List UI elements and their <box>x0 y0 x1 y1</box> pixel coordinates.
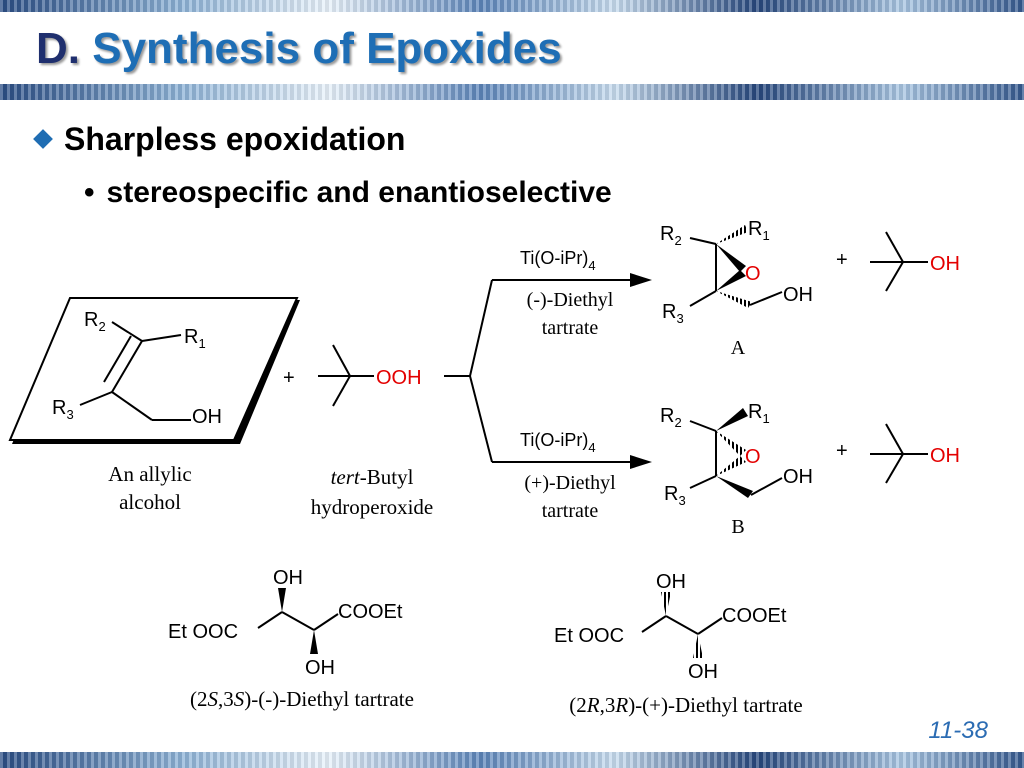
allylic-caption-line2: alcohol <box>119 490 181 514</box>
bottom-decorative-band <box>0 752 1024 768</box>
title-text: Synthesis of Epoxides <box>92 24 562 73</box>
allylic-r2: R2 <box>84 309 106 334</box>
epoxide-b-hash-top <box>716 431 746 456</box>
byproduct-a-oh: OH <box>930 253 960 275</box>
product-b-r2: R2 <box>660 405 682 430</box>
lower-reagent: Ti(O-iPr)4 <box>520 430 596 455</box>
epoxide-a-wedge-top <box>716 244 746 272</box>
tartrate-rr-etooc: Et OOC <box>554 625 624 647</box>
branch-lines <box>444 279 632 463</box>
product-a: R2 R1 O OH R3 A <box>660 218 813 359</box>
tartrate-ss: OH Et OOC COOEt OH <box>168 567 403 679</box>
tartrate-ss-oh-bottom: OH <box>305 657 335 679</box>
byproduct-b-bonds <box>870 423 928 484</box>
bullet-level1-text: Sharpless epoxidation <box>64 121 406 157</box>
tartrate-rr-hash-top <box>661 592 671 616</box>
allylic-caption-line1: An allylic <box>108 462 191 486</box>
epoxide-a-wedge-bottom <box>716 270 746 291</box>
epoxide-a-hash-ch2 <box>716 291 752 308</box>
epoxide-b-hash-bottom <box>716 456 746 476</box>
bullet-level2: • stereospecific and enantioselective <box>84 176 612 210</box>
lower-arrowhead <box>630 455 652 469</box>
plus-sign-3: + <box>836 440 848 462</box>
product-b-label: B <box>731 516 744 538</box>
title-letter: D. <box>36 24 80 73</box>
title-decorative-band <box>0 84 1024 100</box>
allylic-oh: OH <box>192 406 222 428</box>
product-a-oh: OH <box>783 284 813 306</box>
top-decorative-band <box>0 0 1024 12</box>
epoxide-b-wedge-ch2 <box>716 476 753 498</box>
tartrate-ss-wedge-top <box>278 588 286 612</box>
tartrate-ss-etooc: Et OOC <box>168 621 238 643</box>
allylic-bonds <box>79 321 191 421</box>
tartrate-ss-caption: (2S,3S)-(-)-Diethyl tartrate <box>190 687 414 711</box>
product-b: R2 R1 O OH R3 B <box>660 401 813 538</box>
lower-condition-line2: tartrate <box>542 500 599 522</box>
tartrate-rr-cooet: COOEt <box>722 605 787 627</box>
tbhp-bonds <box>318 344 374 407</box>
epoxide-a-hash-r1 <box>716 225 748 244</box>
tbhp-ooh: OOH <box>376 367 422 389</box>
allylic-r3: R3 <box>52 397 74 422</box>
product-a-oxygen: O <box>745 263 761 285</box>
allylic-alcohol: R2 R1 R3 OH <box>8 297 300 444</box>
product-a-r2: R2 <box>660 223 682 248</box>
tartrate-rr-caption: (2R,3R)-(+)-Diethyl tartrate <box>569 693 802 717</box>
dot-bullet-icon: • <box>84 176 95 209</box>
byproduct-a-bonds <box>870 231 928 292</box>
tbhp-caption-line2: hydroperoxide <box>311 495 433 519</box>
product-a-r3: R3 <box>662 301 684 326</box>
upper-condition-line2: tartrate <box>542 317 599 339</box>
product-b-oxygen: O <box>745 446 761 468</box>
tartrate-ss-wedge-bottom <box>310 630 318 654</box>
product-a-r1: R1 <box>748 218 770 243</box>
product-b-oh: OH <box>783 466 813 488</box>
epoxide-b-wedge-r1 <box>716 408 748 431</box>
tartrate-ss-oh-top: OH <box>273 567 303 589</box>
byproduct-b-oh: OH <box>930 445 960 467</box>
product-b-r3: R3 <box>664 483 686 508</box>
tartrate-ss-cooet: COOEt <box>338 601 403 623</box>
plus-sign-2: + <box>836 249 848 271</box>
tartrate-rr: OH Et OOC COOEt OH <box>554 571 787 683</box>
page-number: 11-38 <box>928 717 988 744</box>
upper-arrowhead <box>630 273 652 287</box>
tartrate-rr-oh-top: OH <box>656 571 686 593</box>
tartrate-rr-hash-bottom <box>693 634 703 658</box>
upper-condition-line1: (-)-Diethyl <box>527 289 614 311</box>
bullet-level2-text: stereospecific and enantioselective <box>106 176 612 209</box>
upper-reagent: Ti(O-iPr)4 <box>520 248 596 273</box>
tbhp-caption-line1: tert-Butyl <box>331 465 414 489</box>
allylic-r1: R1 <box>184 326 206 351</box>
tartrate-rr-oh-bottom: OH <box>688 661 718 683</box>
plus-sign-1: + <box>283 367 295 389</box>
lower-condition-line1: (+)-Diethyl <box>524 472 616 494</box>
bullet-level1: Sharpless epoxidation <box>32 121 405 158</box>
product-b-r1: R1 <box>748 401 770 426</box>
slide-title: D. Synthesis of Epoxides <box>36 24 562 74</box>
product-a-label: A <box>731 337 746 359</box>
